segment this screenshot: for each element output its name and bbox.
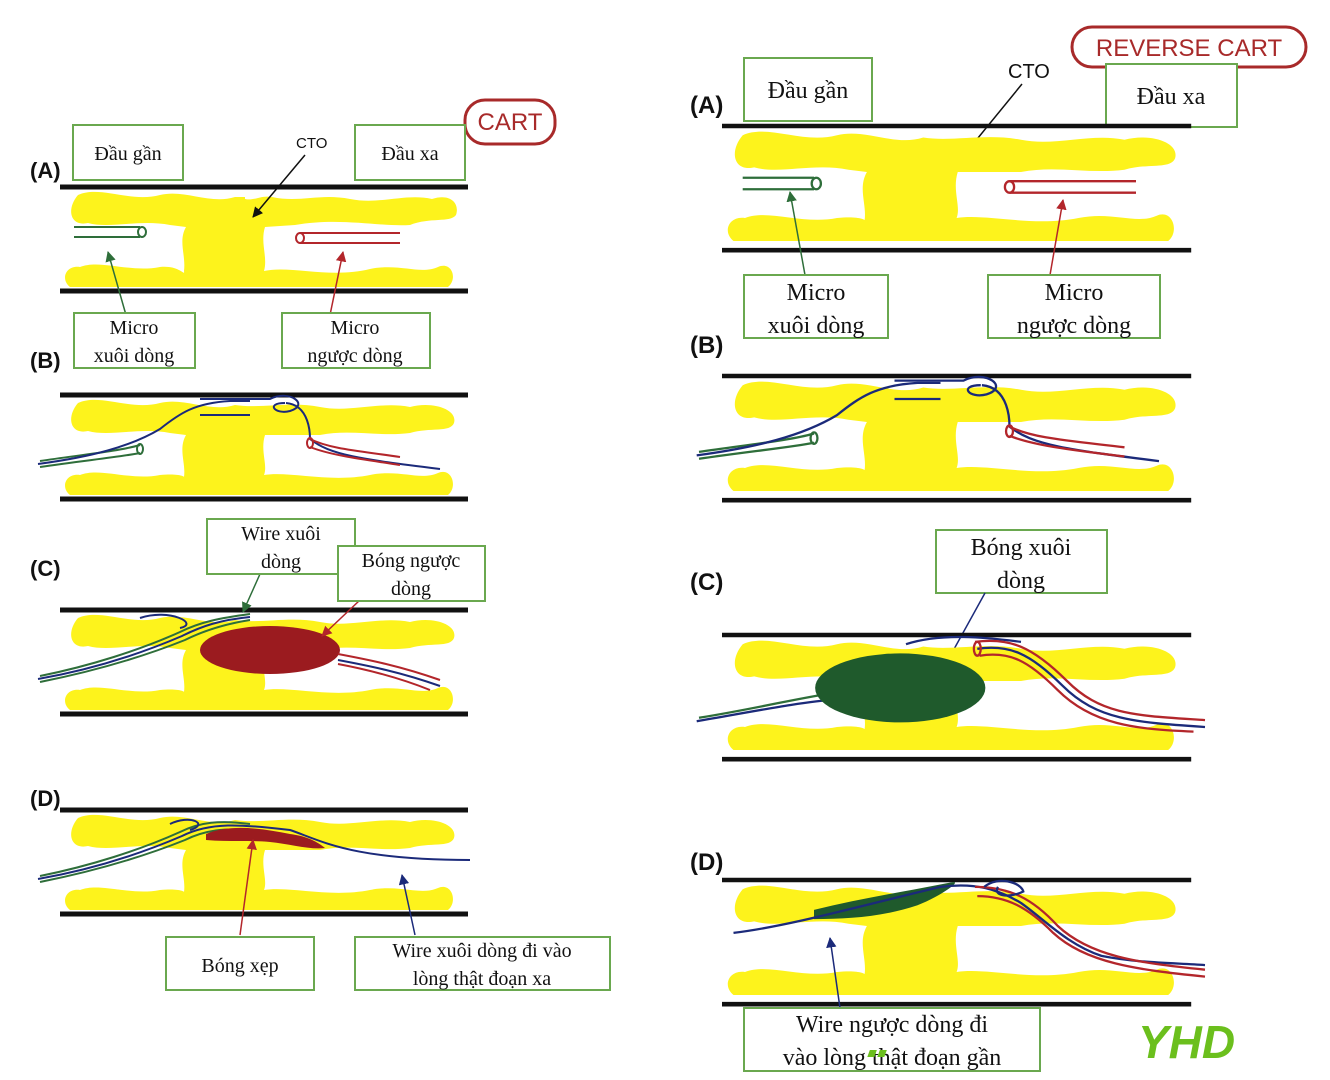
yhd-logo: YHD	[867, 1016, 1235, 1068]
cart-balloon-deflated-arrow	[239, 838, 257, 936]
rc-proximal-text: Đầu gần	[768, 78, 849, 104]
rc-panel-a	[722, 123, 1192, 253]
cart-wire-antegrade-line1: Wire xuôi	[241, 523, 321, 545]
cart-proximal-box: Đầu gần	[72, 124, 184, 181]
cart-wire-antegrade-arrow	[242, 573, 261, 613]
cart-cto-label: CTO	[296, 135, 327, 152]
rc-panel-b	[696, 373, 1192, 503]
rc-balloon-antegrade-line2: dòng	[997, 568, 1045, 594]
cart-distal-box: Đầu xa	[354, 124, 466, 181]
cart-balloon-retrograde-line1: Bóng ngược	[362, 550, 461, 572]
cart-panel-b-label: (B)	[30, 348, 61, 373]
cart-micro-retrograde-line1: Micro	[331, 317, 380, 339]
cart-panel-c	[37, 607, 468, 717]
reverse-cart-badge-text: REVERSE CART	[1096, 35, 1283, 62]
rc-panel-a-label: (A)	[690, 92, 723, 119]
rc-wire-proximal-arrow	[826, 936, 841, 1009]
cart-panel-a	[60, 184, 468, 294]
rc-wire-proximal-line2: vào lòng thật đoạn gần	[783, 1045, 1002, 1071]
cart-deflated-balloon	[206, 827, 325, 849]
rc-proximal-box: Đầu gần	[743, 57, 873, 122]
cart-wire-antegrade-line2: dòng	[261, 551, 301, 573]
cart-panel-d-label: (D)	[30, 786, 61, 811]
rc-micro-antegrade-arrow	[786, 190, 806, 276]
rc-panel-d	[722, 877, 1206, 1007]
rc-micro-retrograde-arrow	[1049, 198, 1067, 276]
cart-wire-distal-line1: Wire xuôi dòng đi vào	[392, 940, 571, 962]
reverse-cart-column: REVERSE CART (A) CTO Đầu gần Đầu xa	[690, 25, 1308, 1072]
cart-balloon-retrograde-line2: dòng	[391, 578, 431, 600]
cart-micro-antegrade-arrow	[105, 250, 127, 316]
cart-micro-retrograde-arrow	[329, 250, 347, 316]
yhd-logo-text: YHD	[1138, 1016, 1235, 1068]
cart-cto-arrow	[252, 154, 306, 218]
cart-panel-d	[37, 807, 471, 917]
cart-distal-text: Đầu xa	[381, 143, 438, 165]
rc-panel-c	[696, 632, 1206, 762]
cart-column: CART (A) CTO Đầu gần Đầu xa	[30, 98, 611, 991]
rc-panel-d-label: (D)	[690, 849, 723, 876]
cart-wire-distal-arrow	[398, 873, 416, 936]
rc-micro-antegrade-box: Micro xuôi dòng	[743, 274, 889, 339]
rc-micro-retrograde-box: Micro ngược dòng	[987, 274, 1161, 339]
rc-antegrade-balloon	[815, 653, 986, 723]
rc-wire-proximal-line1: Wire ngược dòng đi	[796, 1012, 988, 1038]
cart-panel-b	[37, 392, 468, 502]
cart-balloon-retrograde-arrow	[321, 599, 361, 637]
rc-balloon-antegrade-box: Bóng xuôi dòng	[935, 529, 1108, 594]
cart-balloon-deflated-text: Bóng xẹp	[201, 955, 278, 977]
cart-retrograde-balloon	[200, 626, 340, 674]
cart-micro-retrograde-box: Micro ngược dòng	[281, 312, 431, 369]
cart-micro-antegrade-line1: Micro	[110, 317, 159, 339]
cart-wire-antegrade-box: Wire xuôi dòng	[206, 518, 356, 575]
cart-badge-text: CART	[478, 109, 543, 136]
cart-micro-retrograde-line2: ngược dòng	[307, 345, 402, 367]
rc-micro-antegrade-line1: Micro	[787, 280, 846, 306]
rc-balloon-antegrade-line1: Bóng xuôi	[971, 535, 1072, 561]
cart-micro-antegrade-box: Micro xuôi dòng	[73, 312, 196, 369]
cart-panel-c-label: (C)	[30, 556, 61, 581]
cart-wire-distal-line2: lòng thật đoạn xa	[413, 968, 551, 990]
cart-wire-distal-box: Wire xuôi dòng đi vào lòng thật đoạn xa	[354, 936, 611, 991]
cart-panel-a-label: (A)	[30, 158, 61, 183]
rc-cto-label: CTO	[1008, 61, 1050, 83]
cart-micro-antegrade-line2: xuôi dòng	[94, 345, 175, 367]
cart-proximal-text: Đầu gần	[94, 143, 161, 165]
cart-balloon-deflated-box: Bóng xẹp	[165, 936, 315, 991]
rc-distal-box: Đầu xa	[1105, 63, 1238, 128]
rc-wire-proximal-box: Wire ngược dòng đi vào lòng thật đoạn gầ…	[743, 1007, 1041, 1072]
rc-micro-retrograde-line1: Micro	[1045, 280, 1104, 306]
rc-micro-antegrade-line2: xuôi dòng	[768, 313, 865, 339]
cart-badge: CART	[463, 98, 557, 146]
rc-micro-retrograde-line2: ngược dòng	[1017, 313, 1131, 339]
rc-distal-text: Đầu xa	[1137, 84, 1206, 110]
reverse-cart-badge: REVERSE CART	[1070, 25, 1308, 69]
rc-panel-c-label: (C)	[690, 569, 723, 596]
cart-balloon-retrograde-box: Bóng ngược dòng	[337, 545, 486, 602]
rc-panel-b-label: (B)	[690, 332, 723, 359]
